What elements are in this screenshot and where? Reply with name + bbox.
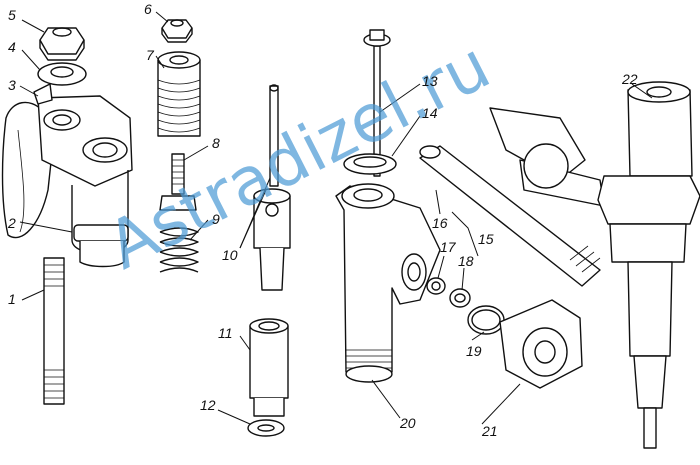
part-stud (43, 257, 65, 405)
callout-8: 8 (212, 135, 220, 151)
part-washer-4 (37, 62, 87, 86)
part-injector-22 (489, 81, 700, 449)
leader-lines (19, 11, 653, 425)
callout-2: 2 (8, 215, 16, 231)
callout-21: 21 (482, 423, 498, 439)
part-sleeve-11 (249, 318, 289, 417)
callout-16: 16 (432, 215, 448, 231)
part-part-3 (33, 83, 53, 105)
part-sleeve-7 (157, 51, 201, 137)
part-nut-6 (161, 19, 193, 43)
callout-3: 3 (8, 77, 16, 93)
part-washer-12 (247, 419, 285, 437)
callout-5: 5 (8, 7, 16, 23)
part-tube-16 (419, 145, 601, 287)
callout-11: 11 (218, 325, 233, 341)
part-bracket (1, 95, 133, 268)
part-plunger-10 (253, 84, 291, 291)
callout-19: 19 (466, 343, 482, 359)
part-ring-19 (467, 305, 505, 335)
callout-1: 1 (8, 291, 16, 307)
callout-6: 6 (144, 1, 152, 17)
part-housing-20 (335, 183, 441, 383)
part-ring-14 (343, 153, 397, 175)
callout-4: 4 (8, 39, 16, 55)
part-rod-13 (363, 29, 391, 177)
callout-7: 7 (146, 47, 154, 63)
callout-10: 10 (222, 247, 238, 263)
callout-22: 22 (622, 71, 638, 87)
part-ring-17 (426, 277, 446, 295)
part-banjo-21 (499, 299, 583, 389)
callout-9: 9 (212, 211, 220, 227)
part-ring-18 (449, 288, 471, 308)
callout-15: 15 (478, 231, 494, 247)
callout-18: 18 (458, 253, 474, 269)
part-nut-5 (39, 27, 85, 61)
part-spring-9 (159, 227, 199, 273)
callout-17: 17 (440, 239, 456, 255)
callout-12: 12 (200, 397, 216, 413)
callout-14: 14 (422, 105, 438, 121)
part-bolt-8 (159, 153, 197, 211)
callout-20: 20 (400, 415, 416, 431)
callout-13: 13 (422, 73, 438, 89)
